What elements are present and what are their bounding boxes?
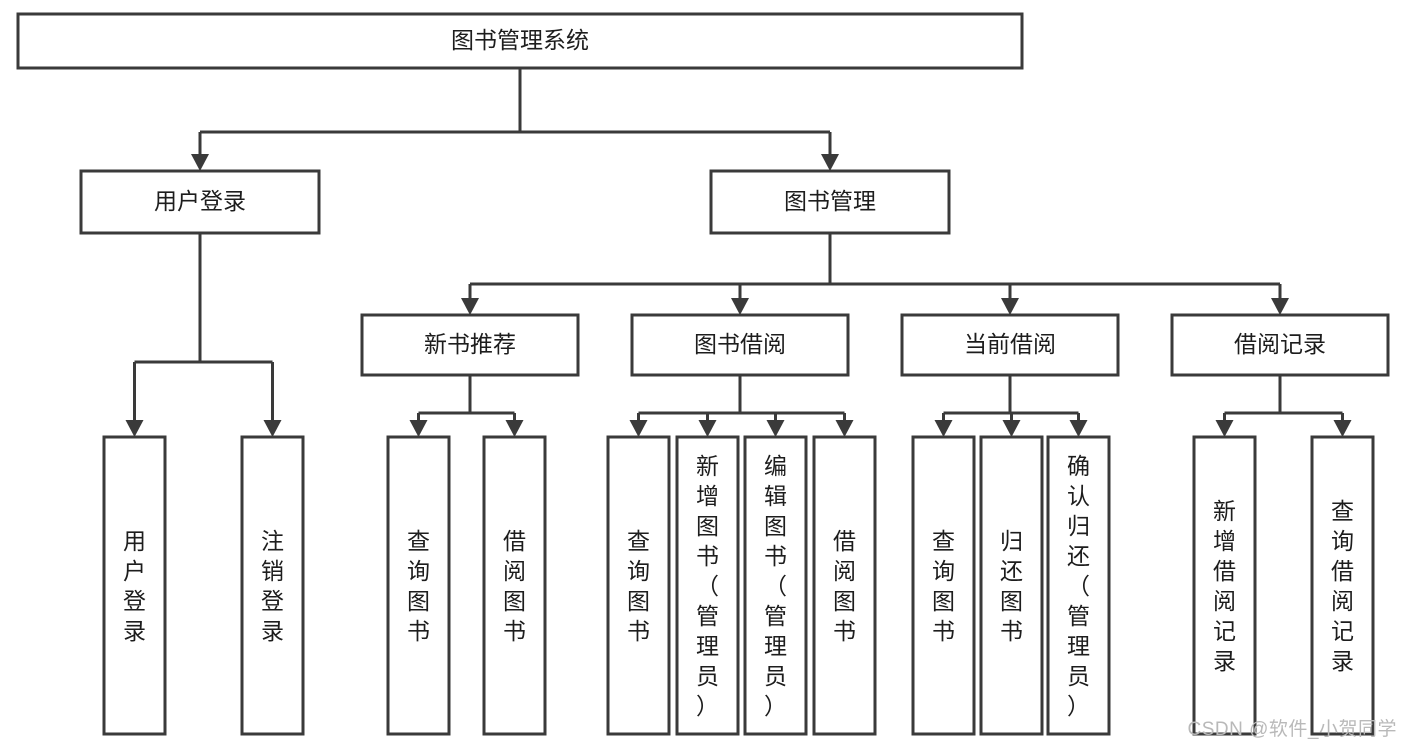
node-user-login[interactable]: 用户登录 [79, 169, 321, 235]
edge-arrowhead-leaf-return-book [1002, 420, 1021, 437]
edge-arrowhead-book-borrow [731, 298, 749, 315]
edge-arrowhead-user-login [191, 154, 209, 171]
node-book-borrow[interactable]: 图书借阅 [630, 313, 850, 377]
edge-arrowhead-book-manage [821, 154, 839, 171]
node-label-leaf-add-record: 新增借阅记录 [1213, 498, 1236, 674]
node-box-leaf-return-book [979, 435, 1044, 736]
edge-arrowhead-leaf-user-login [125, 420, 144, 437]
node-box-borrow-record [1170, 313, 1390, 377]
node-leaf-query-book-1[interactable]: 查询图书 [386, 435, 451, 736]
node-box-book-manage [709, 169, 951, 235]
edge-arrowhead-leaf-add-record [1215, 420, 1234, 437]
node-leaf-user-logout[interactable]: 注销登录 [240, 435, 305, 736]
node-box-leaf-query-book-2 [606, 435, 671, 736]
node-label-leaf-confirm-return: 确认归还（管理员） [1067, 453, 1090, 719]
edge-arrowhead-leaf-user-logout [263, 420, 282, 437]
node-leaf-query-record[interactable]: 查询借阅记录 [1310, 435, 1375, 736]
node-box-new-book-rec [360, 313, 580, 377]
node-root[interactable]: 图书管理系统 [16, 12, 1024, 70]
node-leaf-query-book-3[interactable]: 查询图书 [911, 435, 976, 736]
node-label-user-login: 用户登录 [154, 188, 246, 214]
node-box-leaf-add-record [1192, 435, 1257, 736]
node-label-new-book-rec: 新书推荐 [424, 331, 516, 357]
edge-arrowhead-leaf-edit-book [766, 420, 785, 437]
node-leaf-add-book[interactable]: 新增图书（管理员） [675, 435, 740, 736]
edge-arrowhead-leaf-borrow-book-2 [835, 420, 854, 437]
node-leaf-user-login[interactable]: 用户登录 [102, 435, 167, 736]
node-label-leaf-user-logout: 注销登录 [261, 528, 284, 644]
edge-arrowhead-leaf-query-book-3 [934, 420, 953, 437]
node-leaf-edit-book[interactable]: 编辑图书（管理员） [743, 435, 808, 736]
node-label-leaf-query-book-3: 查询图书 [932, 528, 955, 644]
node-label-leaf-user-login: 用户登录 [123, 528, 146, 644]
edge-arrowhead-leaf-confirm-return [1069, 420, 1088, 437]
node-box-leaf-add-book [675, 435, 740, 736]
node-leaf-return-book[interactable]: 归还图书 [979, 435, 1044, 736]
csdn-watermark: CSDN @软件_小贺同学 [1187, 719, 1397, 740]
node-box-leaf-query-book-1 [386, 435, 451, 736]
node-label-leaf-add-book: 新增图书（管理员） [696, 453, 719, 719]
node-label-leaf-query-book-1: 查询图书 [407, 528, 430, 644]
node-label-leaf-borrow-book-2: 借阅图书 [833, 528, 856, 644]
node-label-book-manage: 图书管理 [784, 188, 876, 214]
edge-arrowhead-new-book-rec [461, 298, 479, 315]
node-leaf-borrow-book-2[interactable]: 借阅图书 [812, 435, 877, 736]
node-box-leaf-query-book-3 [911, 435, 976, 736]
node-box-leaf-edit-book [743, 435, 808, 736]
edge-arrowhead-leaf-query-book-1 [409, 420, 428, 437]
node-box-leaf-query-record [1310, 435, 1375, 736]
nodes-layer: 图书管理系统用户登录图书管理新书推荐图书借阅当前借阅借阅记录用户登录注销登录查询… [16, 12, 1390, 736]
node-box-book-borrow [630, 313, 850, 377]
node-leaf-confirm-return[interactable]: 确认归还（管理员） [1046, 435, 1111, 736]
node-box-leaf-borrow-book-1 [482, 435, 547, 736]
node-box-user-login [79, 169, 321, 235]
node-label-leaf-edit-book: 编辑图书（管理员） [764, 453, 787, 719]
node-label-leaf-query-book-2: 查询图书 [627, 528, 650, 644]
edge-arrowhead-current-borrow [1001, 298, 1019, 315]
node-label-book-borrow: 图书借阅 [694, 331, 786, 357]
edge-arrowhead-leaf-query-book-2 [629, 420, 648, 437]
node-leaf-query-book-2[interactable]: 查询图书 [606, 435, 671, 736]
node-book-manage[interactable]: 图书管理 [709, 169, 951, 235]
edge-arrowhead-leaf-add-book [698, 420, 717, 437]
node-label-leaf-query-record: 查询借阅记录 [1331, 498, 1354, 674]
node-label-leaf-return-book: 归还图书 [1000, 528, 1023, 644]
node-label-root: 图书管理系统 [451, 27, 589, 53]
edges-layer [125, 68, 1352, 437]
node-label-current-borrow: 当前借阅 [964, 331, 1056, 357]
node-label-borrow-record: 借阅记录 [1234, 331, 1326, 357]
node-box-leaf-confirm-return [1046, 435, 1111, 736]
node-box-current-borrow [900, 313, 1120, 377]
edge-arrowhead-leaf-borrow-book-1 [505, 420, 524, 437]
node-leaf-add-record[interactable]: 新增借阅记录 [1192, 435, 1257, 736]
edge-arrowhead-borrow-record [1271, 298, 1289, 315]
edge-arrowhead-leaf-query-record [1333, 420, 1352, 437]
node-leaf-borrow-book-1[interactable]: 借阅图书 [482, 435, 547, 736]
node-box-leaf-user-login [102, 435, 167, 736]
node-box-root [16, 12, 1024, 70]
node-label-leaf-borrow-book-1: 借阅图书 [503, 528, 526, 644]
node-new-book-rec[interactable]: 新书推荐 [360, 313, 580, 377]
node-box-leaf-user-logout [240, 435, 305, 736]
node-box-leaf-borrow-book-2 [812, 435, 877, 736]
node-current-borrow[interactable]: 当前借阅 [900, 313, 1120, 377]
node-borrow-record[interactable]: 借阅记录 [1170, 313, 1390, 377]
